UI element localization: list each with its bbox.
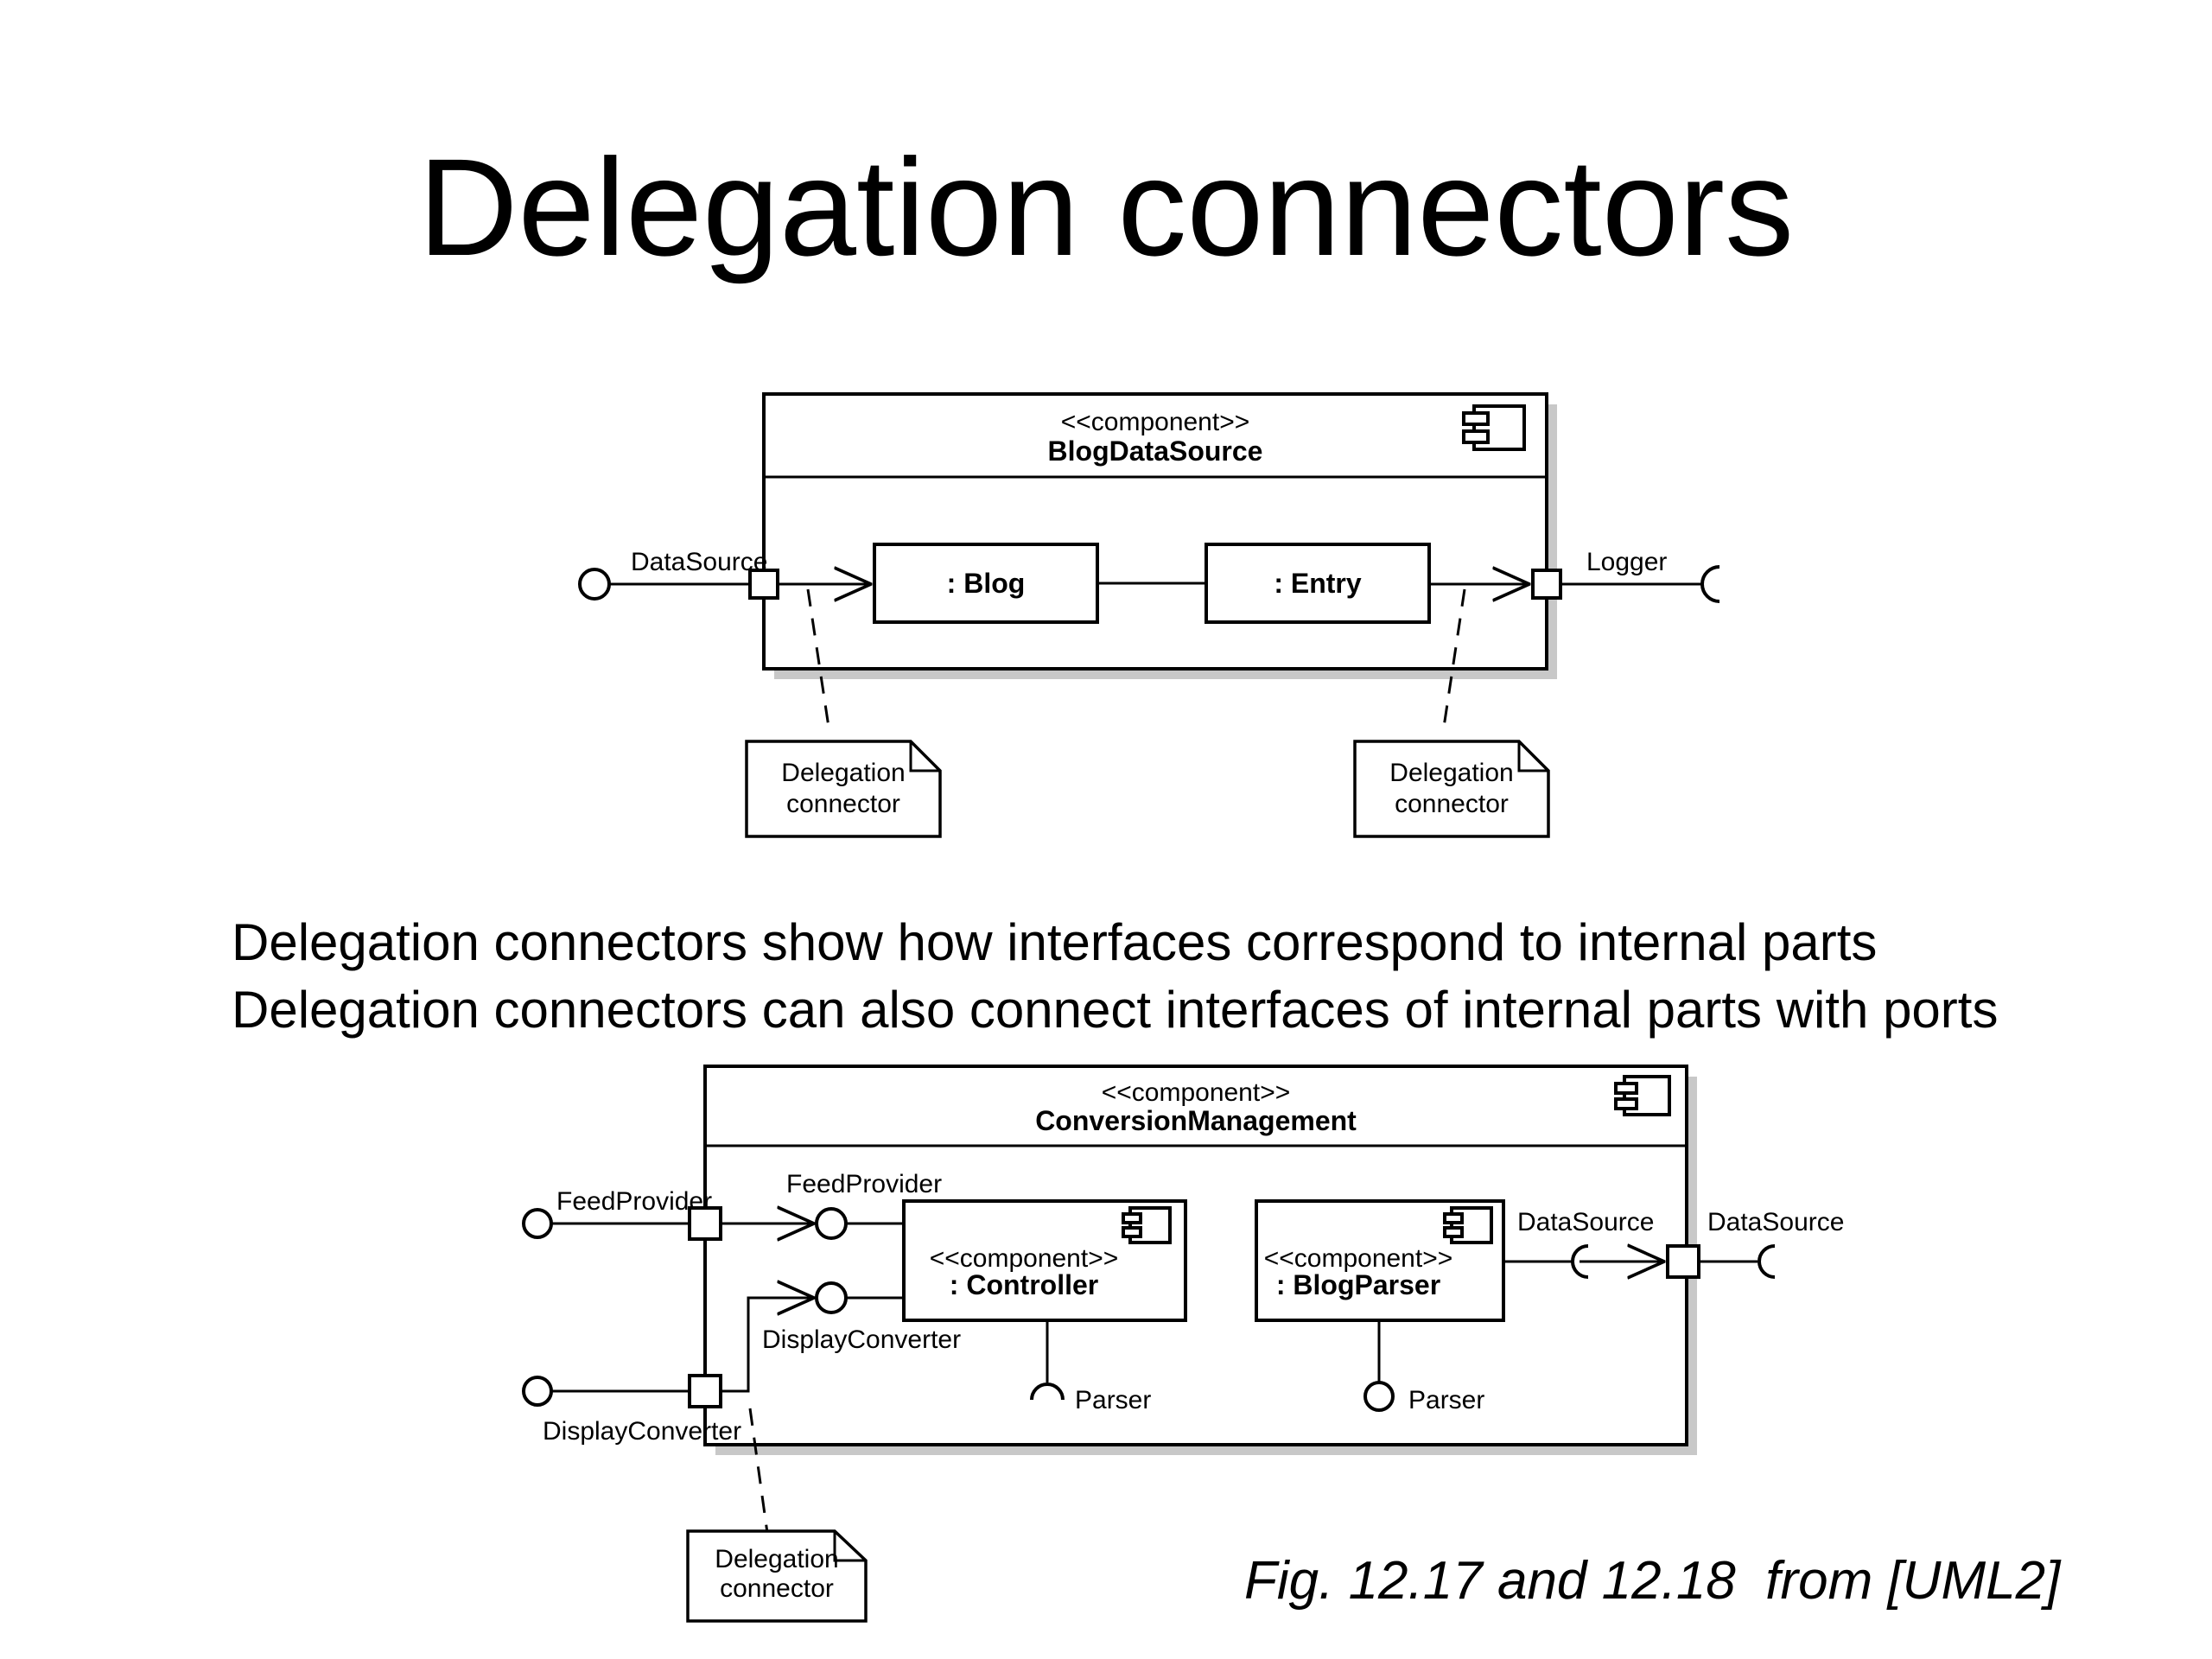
part-blog-label: : Blog	[947, 568, 1026, 599]
svg-text:: Controller: : Controller	[950, 1269, 1098, 1300]
int-feedprovider-label: FeedProvider	[786, 1170, 942, 1198]
part-entry-label: : Entry	[1274, 568, 1362, 599]
provided-interface-icon	[578, 568, 611, 601]
component-name: ConversionManagement	[1035, 1105, 1357, 1136]
port-right	[1531, 569, 1562, 600]
required-interface-label: Logger	[1586, 548, 1667, 576]
port-displayconverter	[688, 1374, 722, 1408]
body-line-1: Delegation connectors show how interface…	[232, 913, 1878, 971]
int-displayconverter-label: DisplayConverter	[762, 1325, 961, 1354]
svg-text:Delegation: Delegation	[715, 1545, 838, 1573]
port-feedprovider	[688, 1206, 722, 1241]
note-delegation: Delegation connector	[686, 1529, 868, 1623]
ext-displayconverter-label: DisplayConverter	[543, 1417, 741, 1446]
svg-text:connector: connector	[786, 790, 900, 818]
feedprovider-interface-icon	[522, 1208, 553, 1239]
provided-parser-icon	[1363, 1381, 1395, 1412]
svg-text:: BlogParser: : BlogParser	[1276, 1269, 1440, 1300]
int-datasource-label: DataSource	[1517, 1208, 1654, 1236]
svg-text:Delegation: Delegation	[1389, 759, 1513, 787]
ext-datasource-label: DataSource	[1707, 1208, 1844, 1236]
blogparser-component: <<component>> : BlogParser	[1255, 1199, 1505, 1322]
ext-feedprovider-label: FeedProvider	[556, 1187, 712, 1216]
blogparser-parser-label: Parser	[1408, 1386, 1484, 1414]
port-left	[748, 569, 779, 600]
required-parser-icon	[1030, 1382, 1065, 1401]
svg-text:Delegation: Delegation	[781, 759, 905, 787]
body-line-2: Delegation connectors can also connect i…	[232, 981, 1999, 1039]
required-interface-icon	[1700, 565, 1720, 603]
component-icon	[1462, 404, 1526, 451]
displayconverter-interface-icon	[522, 1376, 553, 1407]
controller-component: <<component>> : Controller	[902, 1199, 1187, 1322]
controller-parser-label: Parser	[1075, 1386, 1151, 1414]
provided-interface-label: DataSource	[631, 548, 767, 576]
component-icon	[1614, 1075, 1671, 1116]
component-stereotype: <<component>>	[1102, 1078, 1291, 1107]
diagram-conversionmanagement: <<component>> ConversionManagement FeedP…	[522, 1065, 1844, 1623]
svg-text:connector: connector	[720, 1574, 834, 1603]
body-text: Delegation connectors show how interface…	[232, 909, 2202, 1044]
svg-text:<<component>>: <<component>>	[1264, 1244, 1453, 1273]
slide-title: Delegation connectors	[417, 130, 1795, 284]
part-blog	[873, 543, 1099, 624]
svg-text:connector: connector	[1395, 790, 1509, 818]
note-delegation-right: Delegation connector	[1353, 740, 1550, 838]
component-box	[703, 1065, 1688, 1446]
diagram-blogdatasource: <<component>> BlogDataSource : Blog : En…	[578, 392, 1720, 838]
component-name: BlogDataSource	[1048, 435, 1263, 467]
figure-caption: Fig. 12.17 and 12.18 from [UML2]	[1244, 1551, 2061, 1611]
svg-text:<<component>>: <<component>>	[930, 1244, 1119, 1273]
component-stereotype: <<component>>	[1061, 408, 1250, 436]
port-datasource	[1666, 1244, 1700, 1279]
note-delegation-left: Delegation connector	[745, 740, 942, 838]
